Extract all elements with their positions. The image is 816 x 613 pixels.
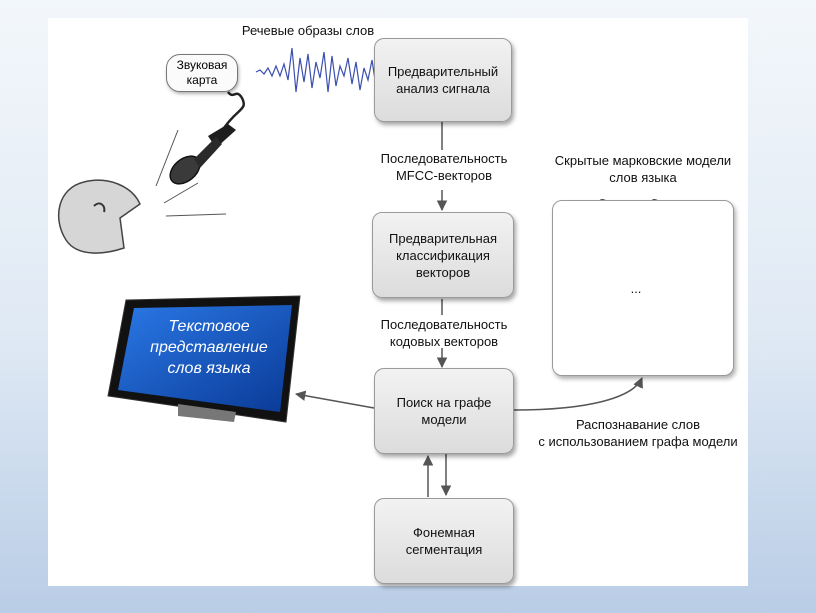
mfcc-sequence-label: Последовательность MFCC-векторов: [380, 151, 508, 183]
arrow-search-to-monitor: [294, 390, 375, 409]
preliminary-analysis-box: Предварительный анализ сигнала: [374, 38, 512, 122]
hmm-title-label: Скрытые марковские модели слов языка: [554, 153, 732, 185]
recognition-label: Распознавание слов с использованием граф…: [538, 417, 738, 449]
speaker-face-icon: [58, 179, 141, 254]
preliminary-classification-box: Предварительная классификация векторов: [372, 212, 514, 298]
arrow-search-to-hmm: [513, 377, 643, 411]
code-sequence-label: Последовательность кодовых векторов: [380, 317, 508, 349]
phoneme-segmentation-box: Фонемная сегментация: [374, 498, 514, 584]
hmm-ellipsis: ...: [630, 281, 642, 296]
diagram-canvas: Речевые образы слов Звуковая карта Предв…: [48, 18, 748, 586]
speech-waveform: [255, 47, 397, 93]
graph-search-box: Поиск на графе модели: [374, 368, 514, 454]
sound-card-bubble: Звуковая карта: [166, 54, 238, 92]
microphone-icon: [169, 91, 245, 185]
speech-patterns-label: Речевые образы слов: [241, 23, 375, 38]
sound-lines-icon: [155, 129, 227, 217]
hmm-panel: [552, 200, 734, 376]
monitor-icon: [107, 295, 301, 423]
monitor-screen-text: Текстовое представление слов языка: [150, 318, 268, 377]
